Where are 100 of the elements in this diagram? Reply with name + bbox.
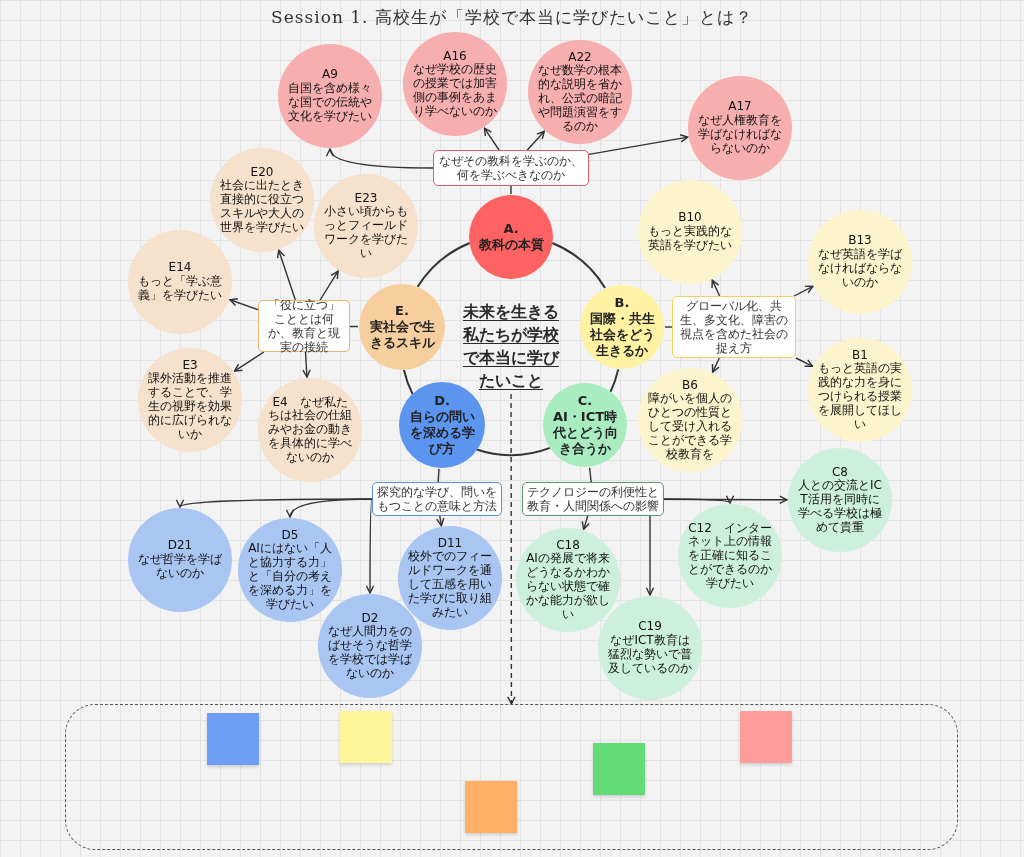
question-text: なぜ人間力をのばせそうな哲学を学校では学ばないのか <box>327 625 413 681</box>
question-id: B10 <box>677 211 703 225</box>
question-text: 障がいを個人のひとつの性質として受け入れることができる学校教育を <box>647 392 733 462</box>
question-id: A17 <box>727 100 753 114</box>
question-text: 人との交流とICT活用を同時に学べる学校は極めて貴重 <box>797 479 883 535</box>
arrow <box>319 270 339 301</box>
question-text: なぜ英語を学ばなければならないのか <box>817 248 903 290</box>
ring-arc <box>416 242 471 288</box>
category-title: 自らの問いを深める学び方 <box>408 408 476 458</box>
question-id: D2 <box>360 611 380 625</box>
question-text: もっと「学ぶ意義」を学びたい <box>137 275 223 303</box>
arrow <box>581 515 590 531</box>
question-id: A16 <box>442 49 468 63</box>
question-text: なぜ哲学を学ばないのか <box>137 553 223 581</box>
sticky-note <box>207 713 259 765</box>
question-text: なぜ人権教育を学ばなければならないのか <box>697 114 783 156</box>
question-text: もっと実践的な英語を学びたい <box>647 225 733 253</box>
ring-arc <box>551 242 607 289</box>
arrow <box>327 148 434 169</box>
arrow <box>663 495 788 505</box>
question-id: B13 <box>847 234 873 248</box>
category-title: 実社会で生きるスキル <box>368 318 436 352</box>
question-text: なぜ数学の根本的な説明を省かれ、公式の暗記や問題演習をするのか <box>537 64 623 134</box>
question-id: E23 <box>353 191 379 206</box>
sticky-note <box>465 781 517 833</box>
arrow <box>795 357 814 367</box>
question-text: E4 なぜ私たちは社会の仕組みやお金の動きを具体的に学べないのか <box>267 395 353 465</box>
arrow <box>793 285 814 297</box>
question-id: B6 <box>681 378 699 392</box>
question-circle <box>318 594 422 698</box>
question-id: B1 <box>851 348 869 362</box>
category-title: 国際・共生社会をどう生きるか <box>588 310 656 360</box>
question-text: AIの発展で将来どうなるかわからない状態で確かな能力が欲しい <box>525 552 611 622</box>
page-title: Session 1. 高校生が「学校で本当に学びたいこと」とは？ <box>270 6 754 29</box>
question-text: 「役に立つ」こととは何か、教育と現実の接続 <box>267 297 341 355</box>
question-circle <box>678 504 782 608</box>
question-text: 探究的な学び、問いをもつことの意味と方法 <box>377 484 497 514</box>
ring-arc <box>402 369 414 396</box>
arrow <box>483 127 500 151</box>
question-text: なぜその教科を学ぶのか、何を学ぶべきなのか <box>438 153 584 183</box>
question-id: A22 <box>567 50 593 64</box>
question-text: 小さい頃からもっとフィールドワークを学びたい <box>323 205 409 261</box>
question-id: C19 <box>637 620 663 634</box>
question-text: なぜ学校の歴史の授業では加害側の事例をあまり学べないのか <box>412 63 498 119</box>
connector-line <box>588 467 592 483</box>
arrow <box>711 357 721 373</box>
question-text: もっと英語の実践的な力を身につけられる授業を展開してほしい <box>817 362 903 432</box>
question-text: テクノロジーの利便性と教育・人間関係への影響 <box>527 484 659 514</box>
question-id: C8 <box>831 465 849 479</box>
central-question: 未来を生きる私たちが学校で本当に学びたいこと <box>459 298 563 394</box>
sticky-note <box>740 711 792 763</box>
category-letter: D. <box>433 392 451 409</box>
theme-box <box>672 296 796 358</box>
question-text: 課外活動を推進することで、学生の視野を効果的に広げられないか <box>147 372 233 442</box>
sticky-note <box>593 743 645 795</box>
category-letter: A. <box>502 220 520 237</box>
connector-line <box>664 326 673 328</box>
theme-box <box>258 300 350 352</box>
question-text: 自国を含め様々な国での伝統や文化を学びたい <box>287 82 373 124</box>
category-letter: B. <box>613 294 631 311</box>
question-text: 社会に出たとき直接的に役立つスキルや大人の世界を学びたい <box>219 179 305 235</box>
question-text: C12 インターネット上の情報を正確に知ることができるのか学びたい <box>687 521 773 591</box>
question-text: AIにはない「人と協力する力」と「自分の考えを深める力」を学びたい <box>247 542 333 612</box>
arrow <box>526 130 546 151</box>
question-text: なぜICT教育は猛烈な勢いで普及しているのか <box>607 634 693 676</box>
sticky-note <box>340 711 392 763</box>
arrow <box>233 351 265 372</box>
category-letter: E. <box>394 302 410 319</box>
question-circle <box>638 180 742 284</box>
arrow <box>645 515 655 596</box>
question-circle <box>638 368 742 472</box>
question-id: E3 <box>181 358 199 372</box>
question-text: グローバル化、共生、多文化、障害の視点を含めた社会の捉え方 <box>679 298 789 356</box>
question-circle <box>598 596 702 700</box>
ring-arc <box>475 446 551 456</box>
question-id: D11 <box>436 536 464 551</box>
arrow <box>507 393 516 705</box>
arrow <box>229 298 259 311</box>
question-circle <box>238 518 342 622</box>
question-id: D21 <box>166 539 194 553</box>
ring-arc <box>609 368 620 393</box>
question-id: A9 <box>321 68 339 82</box>
question-id: C18 <box>555 538 581 552</box>
arrow <box>435 515 445 527</box>
question-id: D5 <box>280 528 300 543</box>
question-id: E14 <box>167 261 193 275</box>
category-title: 教科の本質 <box>477 237 545 254</box>
question-circle <box>278 44 382 148</box>
question-text: 校外でのフィールドワークを通して五感を用いた学びに取り組みたい <box>407 550 493 620</box>
arrow <box>287 498 373 518</box>
arrow <box>588 134 689 156</box>
category-letter: C. <box>576 392 594 409</box>
question-circle <box>314 174 418 278</box>
arrow <box>302 351 311 378</box>
connector-line <box>510 185 512 195</box>
arrow <box>276 249 297 301</box>
connector-line <box>437 468 440 483</box>
arrow <box>711 279 721 297</box>
question-id: E20 <box>249 165 275 179</box>
question-circle <box>258 378 362 482</box>
